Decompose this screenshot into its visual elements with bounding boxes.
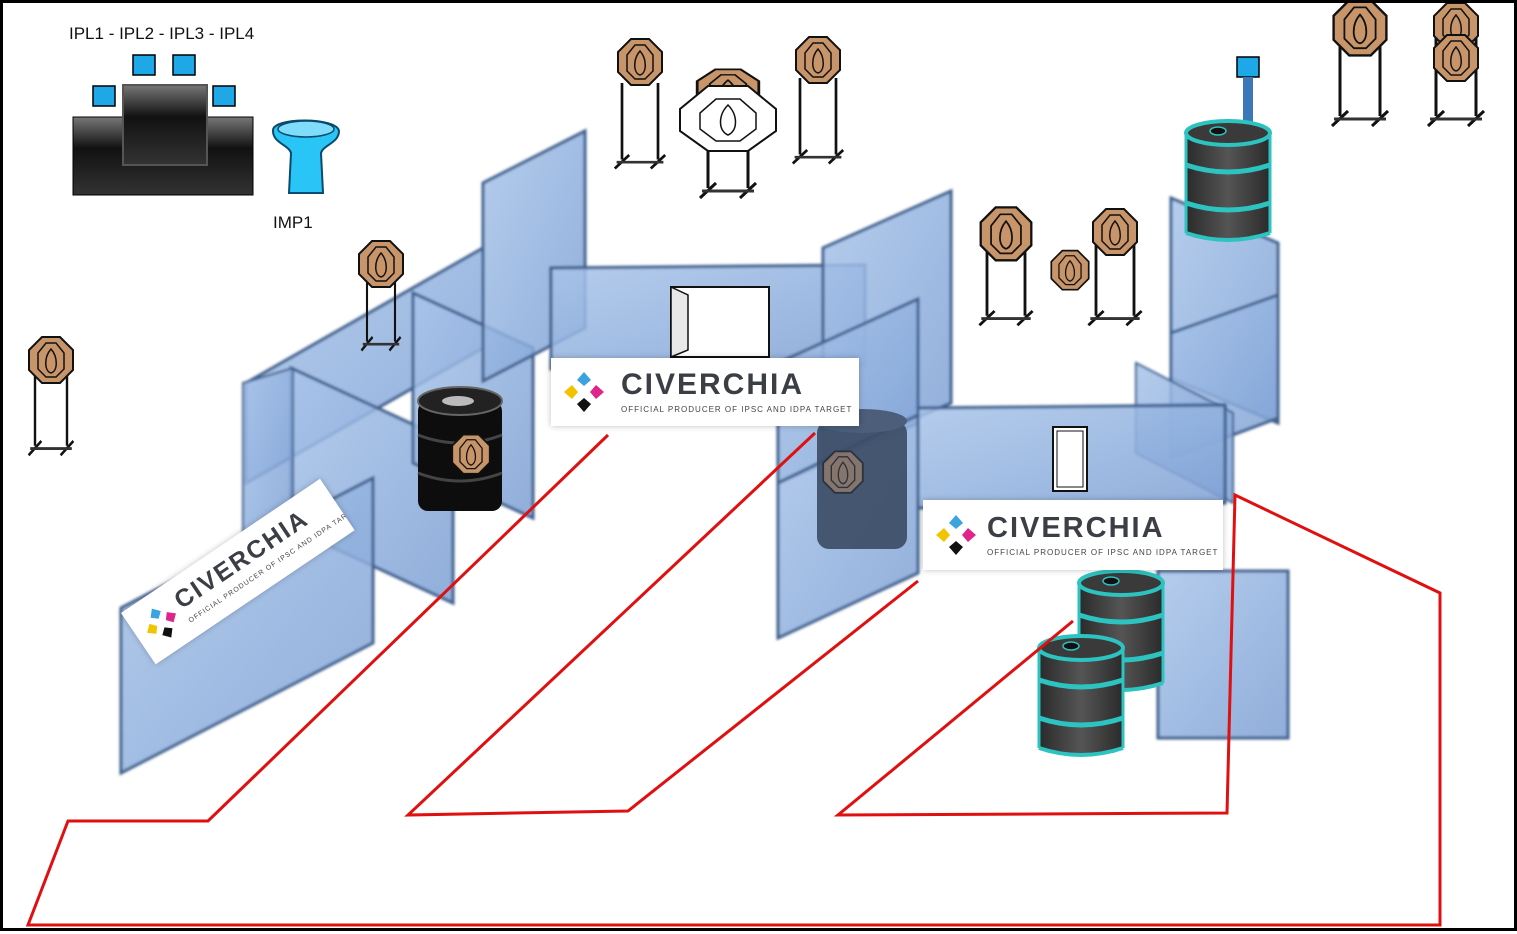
sponsor-brand: CIVERCHIA [621,368,805,401]
left-walls [119,128,587,776]
sponsor-logo-icon [147,608,176,638]
target-group-right-center [977,206,1144,327]
target-by-tires [451,433,491,475]
sponsor-sign-left: CIVERCHIA OFFICIAL PRODUCER OF IPSC AND … [121,478,355,665]
right-pole-barrel [1236,56,1260,137]
target-group-top-right [1330,3,1486,128]
stage-drawing [25,3,1486,927]
equipment-table [72,54,254,196]
sponsor-sign-right: CIVERCHIA OFFICIAL PRODUCER OF IPSC AND … [923,500,1223,570]
center-barrel [817,409,907,549]
equipment-label: IPL1 - IPL2 - IPL3 - IPL4 [69,24,255,43]
fault-line-center [404,431,919,817]
sponsor-tagline: OFFICIAL PRODUCER OF IPSC AND IDPA TARGE… [621,405,853,414]
imp-label: IMP1 [273,213,313,232]
sponsor-logo-icon [936,515,976,555]
target-left-edge [27,336,75,457]
equipment-box-3 [92,85,116,107]
imp-bucket [272,119,341,194]
barrel-top-right [1186,121,1270,240]
sponsor-logo-icon [564,372,604,412]
door-window-center [670,285,770,359]
door-window-right [1052,426,1088,492]
target-group-top-center [613,36,845,200]
barrel-lower-right-front [1039,636,1123,755]
fault-lines [25,431,1442,927]
equipment-box-2 [172,54,196,76]
equipment-box-1 [132,54,156,76]
sponsor-sign-center: CIVERCHIA OFFICIAL PRODUCER OF IPSC AND … [551,358,859,426]
equipment-box-4 [212,85,236,107]
sponsor-tagline: OFFICIAL PRODUCER OF IPSC AND IDPA TARGE… [987,548,1219,557]
fault-line-outer [25,433,1442,927]
sponsor-brand: CIVERCHIA [987,512,1165,544]
